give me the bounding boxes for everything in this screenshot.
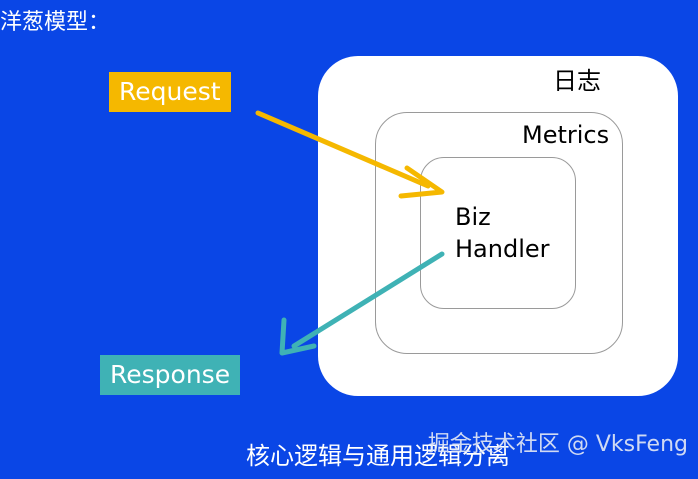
response-arrow <box>279 251 445 356</box>
outer-layer-label: 日志 <box>553 67 601 95</box>
middle-layer-box <box>375 112 623 354</box>
request-arrow <box>255 110 445 199</box>
watermark: 掘金技术社区 @ VksFeng <box>427 432 688 457</box>
middle-layer-label: Metrics <box>522 121 610 149</box>
response-label: Response <box>100 355 241 395</box>
inner-layer-label-line1: Biz <box>455 203 491 231</box>
inner-layer-label-line2: Handler <box>455 235 550 263</box>
diagram-title: 洋葱模型： <box>0 10 111 35</box>
request-label: Request <box>109 72 231 112</box>
caption: 核心逻辑与通用逻辑分离 <box>246 442 510 470</box>
inner-layer-box <box>420 157 576 309</box>
